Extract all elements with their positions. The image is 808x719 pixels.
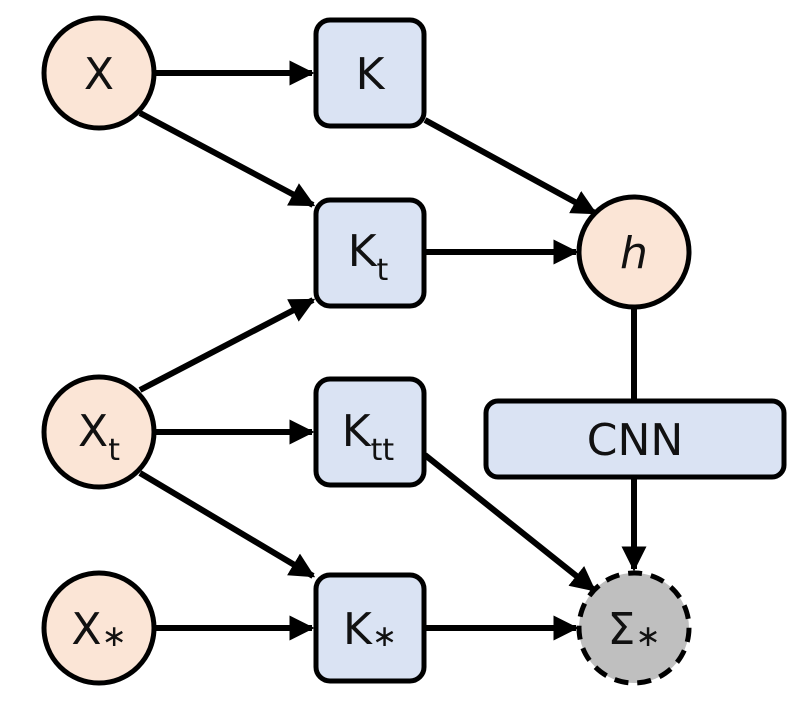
node-xstar: X∗ — [41, 570, 157, 686]
node-xstar-label: X — [71, 604, 101, 655]
node-h: h — [576, 194, 692, 310]
svg-text:X∗: X∗ — [71, 604, 126, 655]
node-sigma: Σ∗ — [576, 570, 692, 686]
node-sigma-subscript: ∗ — [635, 619, 660, 654]
node-xt-subscript: t — [108, 433, 120, 468]
node-cnn-label: CNN — [587, 415, 684, 466]
svg-text:Kt: Kt — [348, 226, 389, 288]
node-ktt-subscript: tt — [371, 433, 395, 468]
node-xt: Xt — [41, 374, 157, 490]
node-sigma-label: Σ — [608, 604, 636, 655]
node-kstar-subscript: ∗ — [372, 619, 397, 654]
svg-text:X: X — [84, 49, 114, 100]
node-kstar-label: K — [343, 604, 373, 655]
node-cnn: CNN — [483, 398, 787, 480]
node-k: K — [313, 17, 427, 129]
edge-xt-to-kstar — [138, 470, 316, 579]
node-kt: Kt — [313, 197, 427, 309]
node-kt-label: K — [348, 226, 378, 277]
node-kt-subscript: t — [377, 253, 389, 288]
svg-text:K: K — [356, 49, 386, 100]
edge-x-to-kt — [138, 110, 316, 208]
node-h-label: h — [620, 228, 648, 279]
node-ktt: Ktt — [313, 376, 427, 488]
edge-ktt-to-sigma — [423, 452, 596, 593]
edge-xt-to-kt — [138, 297, 316, 393]
node-xstar-subscript: ∗ — [102, 619, 127, 654]
node-xt-label: X — [78, 406, 108, 457]
node-k-label: K — [356, 49, 386, 100]
edge-k-to-h — [423, 117, 598, 216]
node-x-label: X — [84, 49, 114, 100]
node-ktt-label: K — [342, 406, 372, 457]
svg-text:Xt: Xt — [78, 406, 120, 468]
svg-text:Σ∗: Σ∗ — [608, 604, 661, 655]
edges — [138, 60, 647, 641]
node-kstar: K∗ — [313, 572, 427, 684]
svg-text:Ktt: Ktt — [342, 406, 395, 468]
svg-text:h: h — [620, 228, 648, 279]
node-x: X — [41, 15, 157, 131]
svg-text:K∗: K∗ — [343, 604, 397, 655]
svg-text:CNN: CNN — [587, 415, 684, 466]
